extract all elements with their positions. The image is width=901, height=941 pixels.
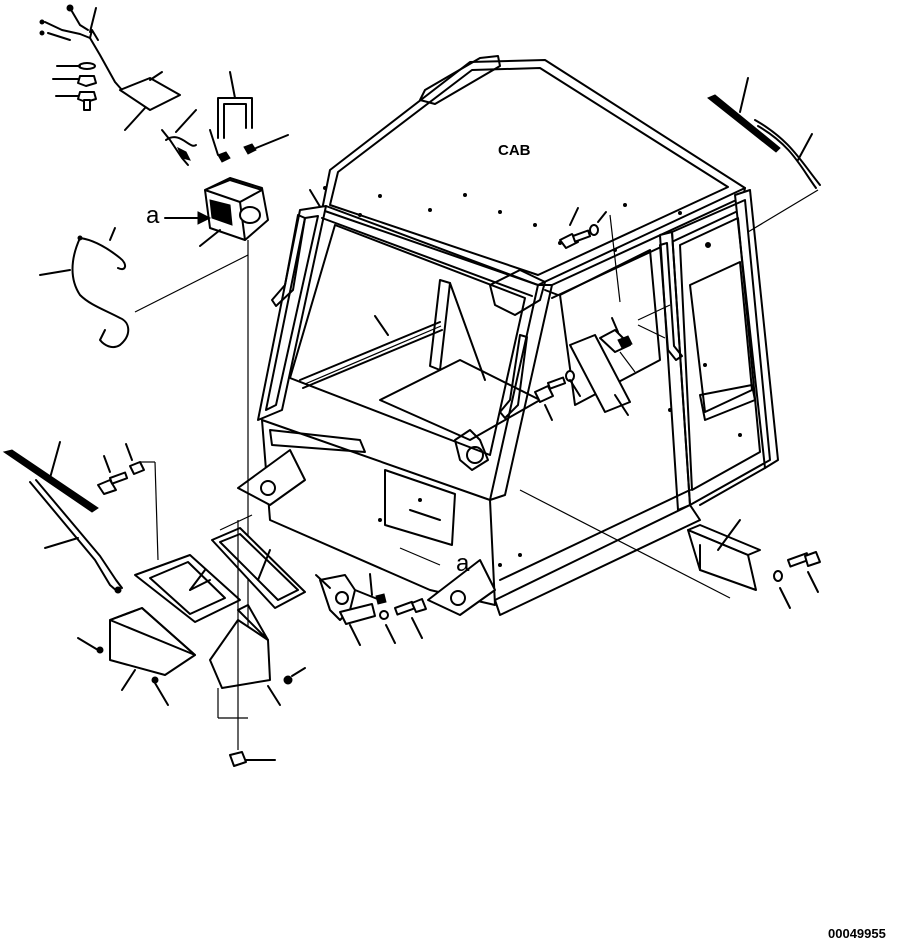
cab-frame xyxy=(237,189,779,616)
callout-a-upper: a xyxy=(146,202,160,229)
top-left-parts xyxy=(39,4,289,670)
rear-wiper xyxy=(707,77,821,233)
front-wiper-assembly xyxy=(2,441,441,767)
center-right-parts xyxy=(374,207,671,421)
cab-label: CAB xyxy=(498,142,531,159)
work-lamp xyxy=(204,177,269,241)
drawing-number: 00049955 xyxy=(828,926,886,941)
callout-a-lower: a xyxy=(456,550,470,577)
bottom-right-parts xyxy=(519,489,821,609)
